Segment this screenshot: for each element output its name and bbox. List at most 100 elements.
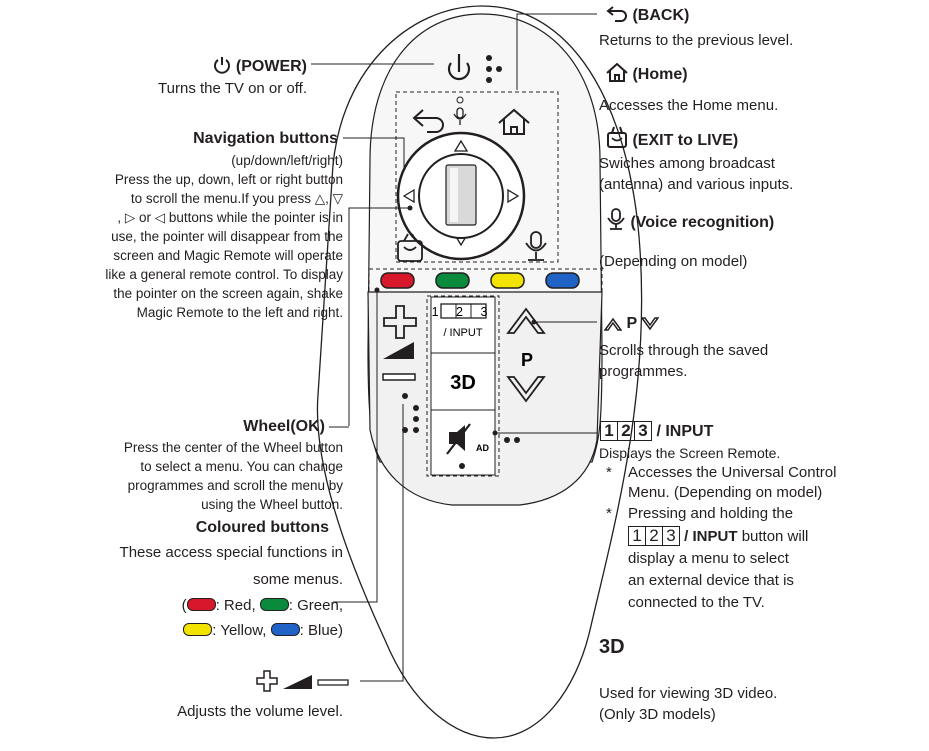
input-more-2: connected to the TV.	[628, 594, 765, 611]
input-bullet-0-line-1: Menu. (Depending on model)	[628, 484, 823, 501]
coloured-legend-row-1: (: Red, : Green,	[181, 597, 343, 614]
centre-dot	[459, 463, 465, 469]
back-desc: Returns to the previous level.	[599, 32, 794, 49]
back-icon	[606, 6, 627, 22]
callout-lines	[311, 13, 597, 682]
dashed-region-top	[395, 91, 559, 263]
input-bullet-mark-0: *	[606, 464, 612, 481]
channel-down-icon	[641, 317, 660, 331]
three-d-line-0: Used for viewing 3D video.	[599, 685, 778, 702]
mute-ad-button[interactable]: AD	[446, 423, 489, 455]
input-bullet-mark-1: *	[606, 505, 612, 522]
svg-text:/ INPUT: / INPUT	[443, 327, 482, 339]
programme-line-1: programmes.	[599, 363, 688, 380]
navigation-line-7: Magic Remote to the left and right.	[136, 305, 343, 320]
centre-dashed	[426, 295, 500, 477]
input-more-0: display a menu to select	[628, 550, 789, 567]
channel-up-icon	[604, 317, 622, 331]
wheel-title: Wheel(OK)	[243, 418, 325, 435]
channel-down-button[interactable]	[506, 376, 546, 403]
coloured-line-0: These access special functions in	[119, 544, 343, 561]
blue-swatch	[270, 623, 300, 636]
input-bullet-1-line-0: Pressing and holding the	[628, 505, 794, 522]
home-title: (Home)	[606, 63, 688, 84]
voice-button[interactable]	[525, 231, 547, 261]
home-button[interactable]	[498, 108, 530, 135]
power-icon	[214, 57, 231, 74]
blue-button[interactable]	[545, 272, 580, 289]
exit-to-live-icon	[607, 126, 627, 148]
yellow-swatch	[183, 623, 213, 636]
volume-down-button[interactable]	[382, 373, 416, 381]
exit-line-1: (antenna) and various inputs.	[599, 176, 794, 193]
input-more-1: an external device that is	[628, 572, 794, 589]
navigation-line-1: to scroll the menu.If you press △, ▽	[130, 191, 343, 206]
navigation-wheel[interactable]	[396, 131, 526, 261]
navigation-title: Navigation buttons	[193, 130, 338, 147]
svg-text:1 2 3: 1 2 3	[432, 305, 495, 319]
green-swatch	[259, 598, 289, 611]
navigation-line-4: screen and Magic Remote will operate	[113, 248, 343, 263]
nav-up-arrow[interactable]	[453, 139, 469, 152]
coloured-title: Coloured buttons	[195, 519, 329, 536]
exit-to-live-button[interactable]	[397, 233, 423, 262]
wheel-line-3: using the Wheel button.	[201, 497, 343, 512]
mic-small-icon	[453, 107, 467, 125]
three-d-line-1: (Only 3D models)	[599, 706, 716, 723]
navigation-line-0: Press the up, down, left or right button	[114, 172, 343, 187]
plus-icon	[256, 670, 278, 692]
green-button[interactable]	[435, 272, 470, 289]
channel-up-button[interactable]	[506, 307, 546, 334]
input-desc: Displays the Screen Remote.	[599, 445, 781, 461]
p-label: P	[521, 350, 533, 370]
programme-title: P	[604, 315, 660, 333]
volume-triangle-icon	[383, 342, 414, 359]
power-desc: Turns the TV on or off.	[158, 80, 307, 97]
nav-left-arrow[interactable]	[402, 188, 415, 204]
navigation-line-6: the pointer on the screen again, shake	[113, 286, 343, 301]
svg-text:AD: AD	[476, 443, 489, 453]
red-swatch	[186, 598, 216, 611]
back-button[interactable]	[412, 109, 444, 133]
volume-icons	[256, 670, 349, 692]
braille-dots-top	[486, 55, 502, 83]
power-button[interactable]	[447, 54, 471, 81]
three-d-title: 3D	[599, 636, 625, 658]
input-bullet-0-line-0: Accesses the Universal Control	[628, 464, 837, 481]
volume-desc: Adjusts the volume level.	[177, 703, 343, 720]
voice-desc: (Depending on model)	[599, 253, 748, 270]
navigation-sub: (up/down/left/right)	[231, 153, 343, 168]
red-button[interactable]	[380, 272, 415, 289]
voice-title: (Voice recognition)	[606, 208, 774, 232]
home-desc: Accesses the Home menu.	[599, 97, 779, 114]
coloured-legend-row-2: : Yellow, : Blue)	[60, 622, 343, 640]
coloured-line-1: some menus.	[252, 571, 343, 588]
volume-triangle-icon	[283, 675, 312, 689]
programme-line-0: Scrolls through the saved	[599, 342, 769, 359]
power-title: (POWER)	[187, 56, 307, 76]
navigation-line-3: use, the pointer will disappear from the	[111, 229, 343, 244]
3d-button[interactable]: 3D	[450, 372, 476, 394]
yellow-button[interactable]	[490, 272, 525, 289]
home-icon	[606, 63, 628, 82]
voice-icon	[607, 208, 625, 230]
braille-dots-left	[402, 393, 419, 433]
braille-dots-right	[504, 437, 520, 443]
mic-indicator	[456, 96, 464, 104]
wheel-line-1: to select a menu. You can change	[140, 459, 343, 474]
nav-right-arrow[interactable]	[507, 188, 520, 204]
exit-title: (EXIT to LIVE)	[606, 126, 738, 150]
coloured-buttons-region	[368, 268, 603, 293]
wheel-line-2: programmes and scroll the menu by	[127, 478, 343, 493]
navigation-line-2: , ▷ or ◁ buttons while the pointer is in	[117, 210, 343, 225]
exit-line-0: Swiches among broadcast	[599, 155, 775, 172]
volume-up-button[interactable]	[383, 305, 417, 339]
input-123-button[interactable]: 1 2 3 / INPUT	[432, 303, 495, 339]
wheel-line-0: Press the center of the Wheel button	[123, 440, 343, 455]
navigation-line-5: like a general remote control. To displa…	[105, 267, 343, 282]
